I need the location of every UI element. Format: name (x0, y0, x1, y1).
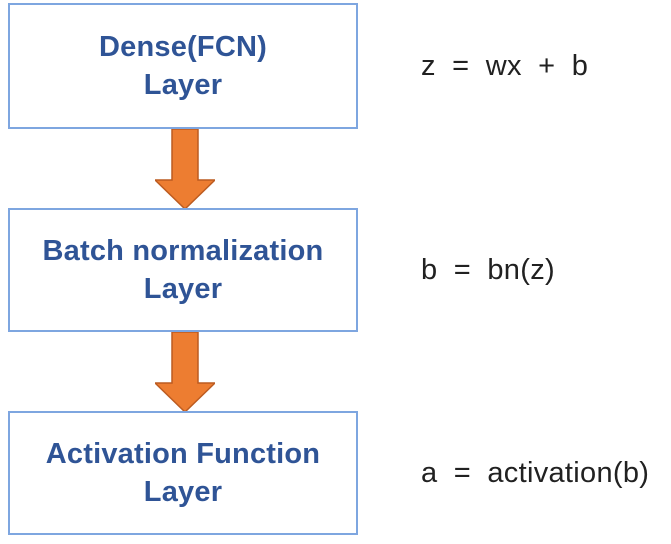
down-arrow-icon (155, 332, 215, 412)
equation-dense-output-text: z = wx + b (421, 49, 589, 82)
equation-activation-output: a = activation(b) (421, 411, 649, 535)
node-batch-normalization-layer-label: Batch normalization Layer (42, 234, 324, 305)
node-batch-normalization-layer: Batch normalization Layer (8, 208, 358, 332)
equation-dense-output: z = wx + b (421, 3, 588, 129)
node-activation-function-layer: Activation Function Layer (8, 411, 358, 535)
equation-batch-norm-output-text: b = bn(z) (421, 253, 555, 286)
node-activation-function-layer-label: Activation Function Layer (45, 437, 321, 508)
equation-activation-output-text: a = activation(b) (421, 456, 650, 489)
node-dense-fcn-layer: Dense(FCN) Layer (8, 3, 358, 129)
node-dense-fcn-layer-label: Dense(FCN) Layer (99, 30, 267, 101)
equation-batch-norm-output: b = bn(z) (421, 208, 555, 332)
down-arrow-icon (155, 129, 215, 209)
